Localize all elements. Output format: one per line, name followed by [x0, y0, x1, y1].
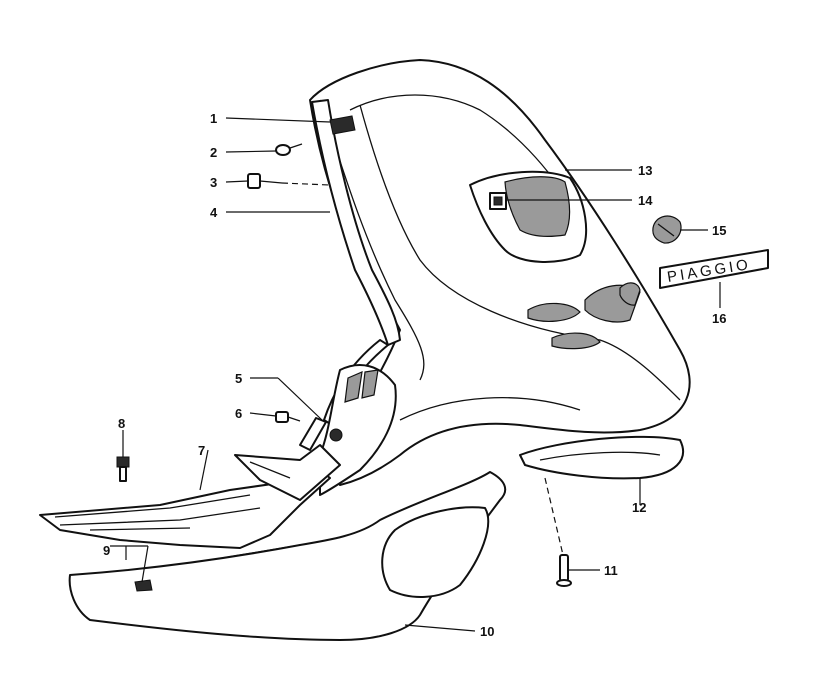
- front-shield: [309, 59, 691, 486]
- inner-panel: [319, 364, 397, 496]
- footboard-frame: [39, 444, 341, 549]
- callout-15: 15: [712, 223, 726, 238]
- callout-6: 6: [235, 406, 242, 421]
- callout-2: 2: [210, 145, 217, 160]
- callout-labels: 1 2 3 4 5 6 7 8 9 10 11 12 13 14 15 16: [103, 111, 726, 639]
- callout-7: 7: [198, 443, 205, 458]
- part-11-screw: [544, 477, 572, 587]
- callout-1: 1: [210, 111, 217, 126]
- side-panel: [68, 471, 507, 641]
- part-3-bolt: [247, 173, 331, 189]
- callout-5: 5: [235, 371, 242, 386]
- callout-8: 8: [118, 416, 125, 431]
- part-2-screw: [275, 143, 303, 156]
- callout-4: 4: [210, 205, 218, 220]
- callout-9: 9: [103, 543, 110, 558]
- part-5-bracket: [299, 417, 343, 451]
- callout-16: 16: [712, 311, 726, 326]
- callout-11: 11: [604, 563, 618, 578]
- callout-12: 12: [632, 500, 646, 515]
- leader-lines: [110, 117, 721, 632]
- callout-10: 10: [480, 624, 494, 639]
- part-6-screw: [275, 411, 301, 423]
- callout-3: 3: [210, 175, 217, 190]
- front-mudguard: [519, 435, 685, 480]
- part-8-screw: [116, 456, 130, 482]
- part-9-clip: [134, 579, 153, 592]
- part-16-brand-badge: PIAGGIO: [659, 249, 769, 289]
- callout-14: 14: [638, 193, 653, 208]
- part-1-clip: [329, 115, 356, 135]
- part-15-emblem: [652, 215, 682, 244]
- part-14-clip: [489, 192, 507, 210]
- callout-13: 13: [638, 163, 652, 178]
